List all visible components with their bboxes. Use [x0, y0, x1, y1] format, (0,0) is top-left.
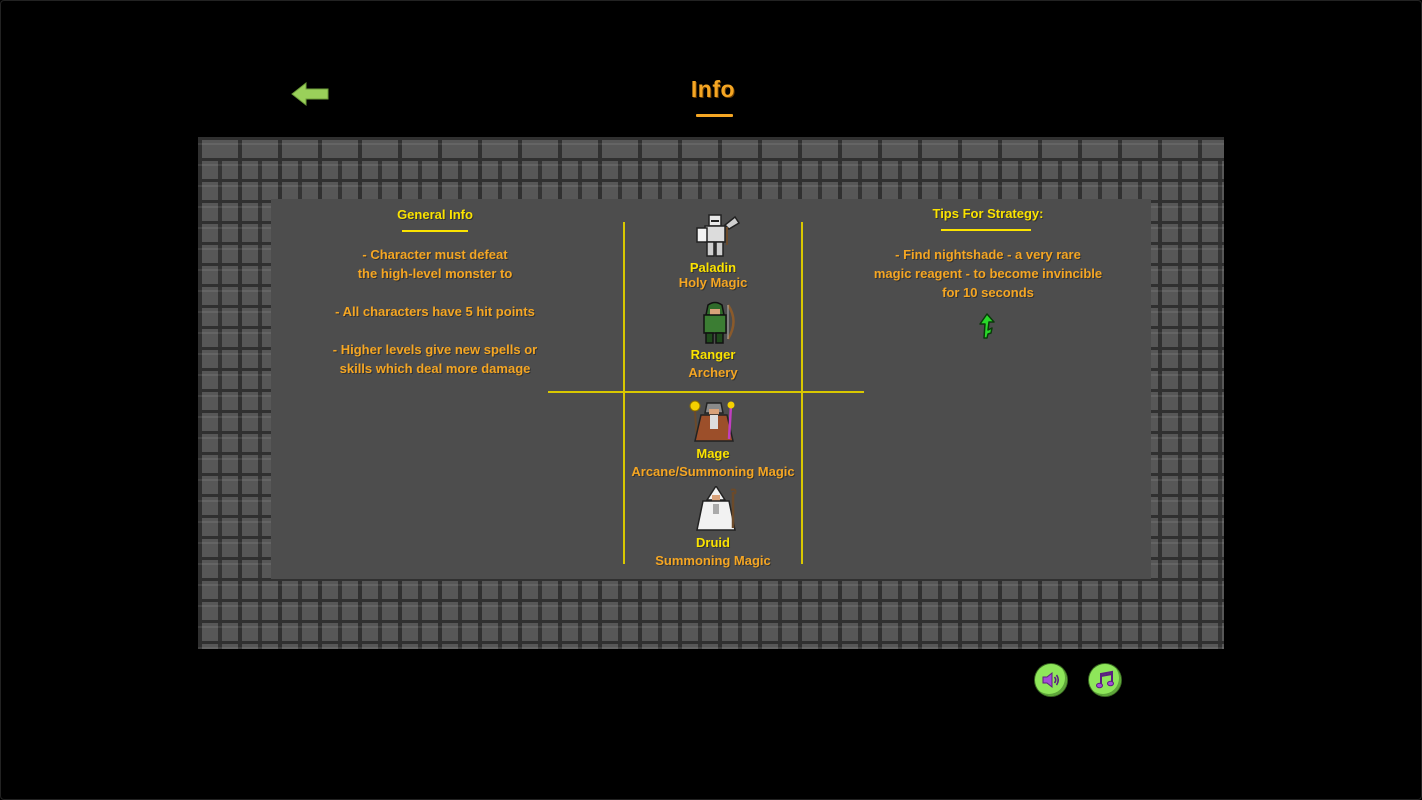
- ranger-sprite: [703, 301, 735, 344]
- grid-line-horizontal: [548, 391, 864, 393]
- strategy-text: - Find nightshade - a very rare magic re…: [843, 245, 1133, 302]
- music-toggle-button[interactable]: [1089, 664, 1121, 696]
- back-button[interactable]: [290, 80, 330, 108]
- info-panel: General Info - Character must defeat the…: [271, 199, 1151, 579]
- general-info-line: - Character must defeat: [362, 247, 508, 262]
- arrow-left-icon: [291, 81, 329, 107]
- character-name-ranger: Ranger: [690, 347, 736, 362]
- title-underline: [696, 114, 733, 117]
- strategy-line: - Find nightshade - a very rare: [895, 247, 1081, 262]
- page-title: Info: [690, 76, 736, 102]
- general-info-line: - All characters have 5 hit points: [335, 304, 535, 319]
- grid-line-vertical-right: [801, 222, 803, 564]
- character-skill-paladin: Holy Magic: [678, 275, 748, 290]
- strategy-line: for 10 seconds: [942, 285, 1034, 300]
- general-info-line: skills which deal more damage: [339, 361, 531, 376]
- general-info-spacer: [315, 321, 555, 340]
- character-name-mage: Mage: [696, 446, 730, 461]
- character-name-druid: Druid: [696, 535, 730, 550]
- general-info-text: - Character must defeat the high-level m…: [315, 245, 555, 378]
- music-note-icon: [1096, 670, 1114, 689]
- strategy-heading: Tips For Strategy:: [932, 206, 1044, 221]
- general-info-line: - Higher levels give new spells or: [332, 342, 538, 357]
- paladin-sprite: [696, 214, 741, 257]
- speaker-icon: [1042, 671, 1060, 689]
- character-skill-mage: Arcane/Summoning Magic: [631, 464, 795, 479]
- strategy-underline: [941, 229, 1031, 231]
- sound-toggle-button[interactable]: [1035, 664, 1067, 696]
- character-skill-ranger: Archery: [688, 365, 738, 380]
- grid-line-vertical-left: [623, 222, 625, 564]
- character-name-paladin: Paladin: [689, 260, 737, 275]
- nightshade-plant-icon: [979, 313, 995, 339]
- general-info-line: the high-level monster to: [357, 266, 513, 281]
- character-skill-druid: Summoning Magic: [655, 553, 771, 568]
- general-info-heading: General Info: [397, 207, 473, 222]
- mage-sprite: [689, 400, 735, 442]
- strategy-line: magic reagent - to become invincible: [873, 266, 1103, 281]
- general-info-underline: [402, 230, 468, 232]
- general-info-spacer: [315, 283, 555, 302]
- druid-sprite: [696, 486, 737, 531]
